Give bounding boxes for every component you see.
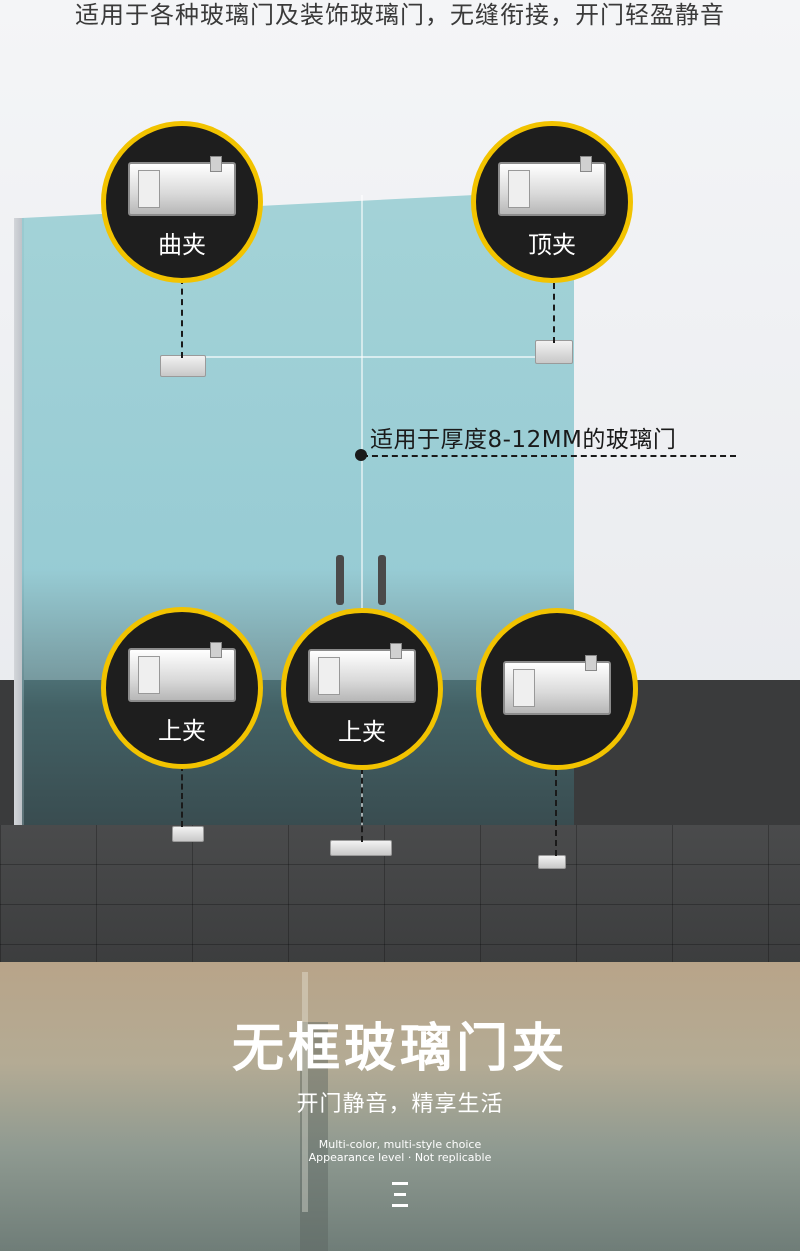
callout-top-clamp: 顶夹 [471,121,633,283]
top-caption: 适用于各种玻璃门及装饰玻璃门，无缝衔接，开门轻盈静音 [75,1,725,29]
callout-lock-clamp: 上夹 [281,608,443,770]
upper-clamp-image [128,642,236,702]
glass-door [22,190,574,880]
lock-clamp-image [308,643,416,703]
banner-subtitle: 开门静音，精享生活 [296,1092,504,1117]
menu-icon [392,1182,408,1208]
top-clamp-fitting [535,340,573,364]
banner-english-line2: Appearance level · Not replicable [308,1151,492,1164]
banner-title: 无框玻璃门夹 [231,1019,568,1079]
corner-clamp-image [128,156,236,216]
background-pole [300,1022,328,1251]
callout-corner-clamp: 曲夹 [101,121,263,283]
callout-label: 上夹 [338,718,386,746]
banner-english-text: Multi-color, multi-style choice Appearan… [0,1138,800,1164]
door-seam [361,195,363,850]
thickness-marker-dot [355,449,367,461]
door-handle-right [378,555,386,605]
leader-line [553,283,555,343]
transom-line [165,356,565,358]
leader-line [181,278,183,358]
banner-english-line1: Multi-color, multi-style choice [318,1138,482,1151]
floor [0,825,800,962]
bottom-clamp-fitting-right [538,855,566,869]
corner-clamp-fitting [160,355,206,377]
door-handle-left [336,555,344,605]
left-jamb [14,218,24,838]
callout-upper-clamp-left: 上夹 [101,607,263,769]
background-pole-highlight [302,972,308,1212]
top-clamp-image [498,156,606,216]
product-scene: 适用于各种玻璃门及装饰玻璃门，无缝衔接，开门轻盈静音 适用于厚度8-12MM的玻… [0,0,800,962]
bottom-clamp-fitting-center [330,840,392,856]
promo-banner: 无框玻璃门夹 开门静音，精享生活 Multi-color, multi-styl… [0,962,800,1251]
leader-line [361,768,363,842]
callout-label: 上夹 [158,717,206,745]
callout-label: 曲夹 [158,231,206,259]
callout-lower-clamp [476,608,638,770]
thickness-note: 适用于厚度8-12MM的玻璃门 [370,427,677,453]
callout-label: 顶夹 [528,231,576,259]
leader-line [555,770,557,856]
leader-line [181,765,183,827]
thickness-leader [362,455,736,457]
lower-clamp-image [503,655,611,715]
bottom-clamp-fitting-left [172,826,204,842]
